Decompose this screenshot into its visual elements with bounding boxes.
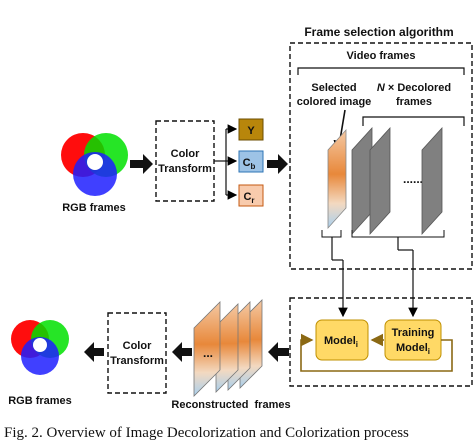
selected-under-bracket [321, 230, 342, 238]
training-label-line1: Training [392, 327, 435, 339]
selected-colored-frame [327, 128, 347, 230]
reconstructed-frames [193, 299, 263, 397]
channel-branch-lines [214, 124, 238, 200]
channel-y-box [238, 118, 264, 141]
model-label: Modeli [324, 335, 358, 349]
arrow-transform-to-rgb [84, 342, 104, 362]
channel-cb-box [238, 150, 264, 173]
color-transform-top-line2: Transform [158, 163, 212, 175]
arrow-rgb-to-transform [130, 154, 153, 174]
arrow-reconstructed-to-transform [172, 342, 192, 362]
reconstructed-label: Reconstructed frames [171, 399, 290, 411]
decolored-dots: ...... [403, 172, 423, 186]
training-model-box [384, 319, 442, 361]
frame-selection-box [289, 42, 473, 270]
selected-label-line2: colored image [297, 96, 372, 108]
color-transform-top-line1: Color [171, 148, 200, 160]
model-box [315, 319, 369, 361]
color-transform-bottom-line1: Color [123, 340, 152, 352]
channel-cr-subscript: r [251, 196, 254, 205]
rgb-venn-bottom [11, 320, 69, 375]
arrow-channels-to-selection [267, 154, 288, 174]
feedback-loop [300, 333, 453, 372]
reconstructed-frame-1 [193, 301, 221, 397]
color-transform-top-box [155, 120, 215, 202]
video-frames-label: Video frames [347, 50, 416, 62]
model-subscript: i [356, 340, 358, 349]
color-transform-bottom-line2: Transform [110, 355, 164, 367]
decolored-bracket [362, 116, 465, 126]
decolored-label-line2: frames [396, 96, 432, 108]
decolored-frame-2 [369, 126, 391, 236]
rgb-frames-bottom-label: RGB frames [8, 395, 72, 407]
decolored-frame-1 [351, 126, 373, 236]
training-subscript: i [428, 347, 430, 356]
channel-cb-label: Cb [243, 157, 256, 171]
training-label-line2: Modeli [396, 342, 430, 356]
selection-to-model-lines [331, 237, 418, 318]
frame-selection-title: Frame selection algorithm [304, 25, 453, 39]
decolored-label-line1: N × Decolored [377, 82, 451, 94]
channel-cb-subscript: b [251, 162, 256, 171]
arrow-model-to-reconstructed [268, 342, 289, 362]
channel-cr-label: Cr [243, 191, 254, 205]
video-frames-bracket [297, 67, 465, 75]
rgb-venn-top [61, 133, 128, 196]
reconstructed-dots: ... [203, 346, 213, 360]
model-region-box [289, 297, 473, 387]
color-transform-bottom-box [107, 312, 167, 394]
decolored-frame-n [421, 126, 443, 236]
channel-y-label: Y [247, 125, 255, 137]
channel-cr-box [238, 184, 264, 207]
figure-caption: Fig. 2. Overview of Image Decolorization… [4, 425, 409, 441]
selected-label-line1: Selected [311, 82, 356, 94]
rgb-frames-top-label: RGB frames [62, 202, 126, 214]
decolored-under-bracket [351, 230, 445, 238]
